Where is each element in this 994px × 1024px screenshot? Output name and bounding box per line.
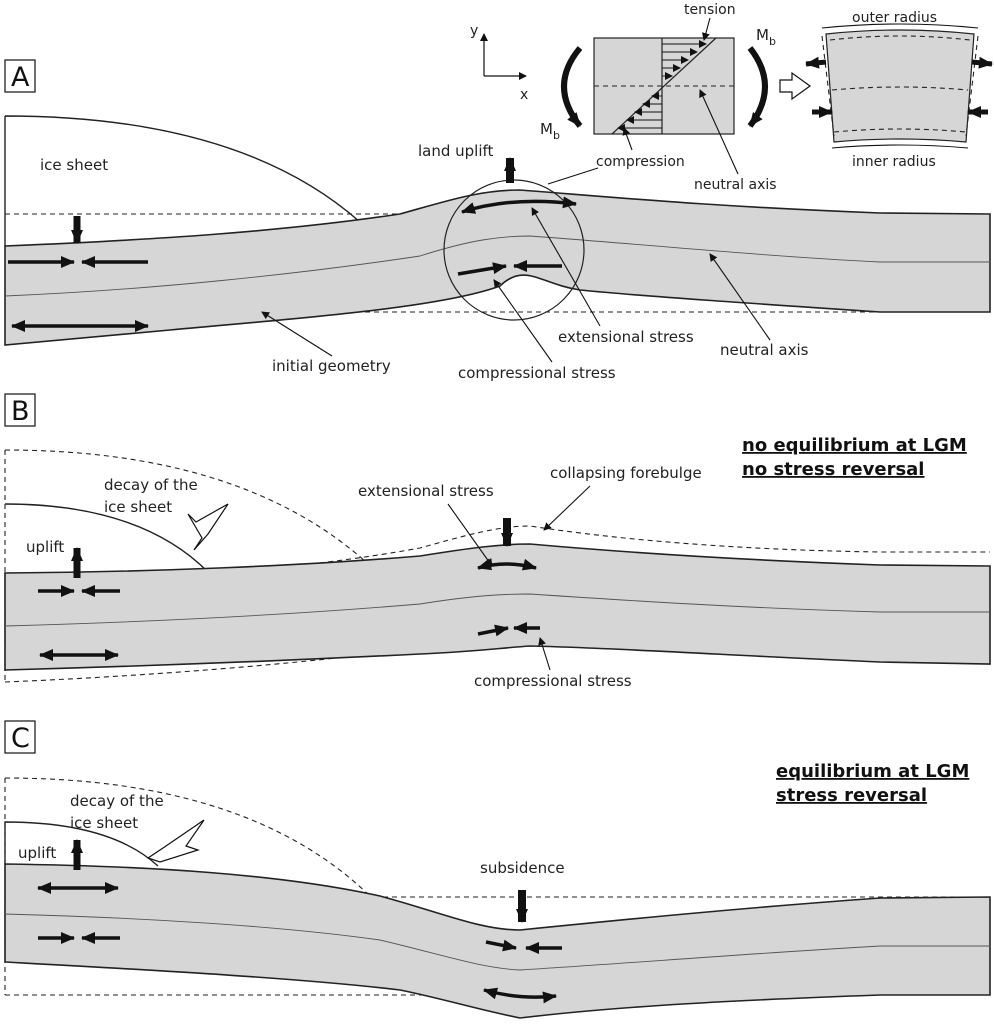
- panel-b-label-box: [4, 393, 36, 427]
- uplift-label-b: uplift: [26, 538, 64, 556]
- bent-block-neutral-dashed: [831, 86, 969, 91]
- bent-block-bottom-dashed: [833, 128, 967, 133]
- uplift-label-c: uplift: [18, 844, 56, 862]
- extension-arrow-c-bulge: [483, 987, 557, 1004]
- inner-radius-arc: [831, 144, 969, 149]
- compressional-stress-label-b: compressional stress: [474, 672, 632, 690]
- compression-pointer: [622, 127, 633, 151]
- outer-radius-label: outer radius: [852, 10, 937, 26]
- bent-tension-arrow-right: [971, 56, 993, 69]
- inner-radius-label: inner radius: [852, 154, 936, 170]
- transformation-arrow: [779, 71, 812, 101]
- compressional-stress-pointer-a: [493, 279, 553, 363]
- land-uplift-label: land uplift: [418, 142, 494, 160]
- former-ice-sheet-outline-b: [4, 449, 367, 563]
- lithosphere-plate-b: [4, 543, 991, 671]
- collapsing-forebulge-label: collapsing forebulge: [550, 464, 702, 482]
- compressional-stress-pointer-b: [538, 637, 551, 671]
- lithosphere-plate-c: [4, 863, 991, 1019]
- x-axis-label: x: [520, 87, 528, 103]
- subsidence-label: subsidence: [480, 859, 565, 877]
- block-neutral-axis-label: neutral axis: [694, 177, 777, 193]
- panel-c-heading-line1: equilibrium at LGM: [776, 761, 969, 782]
- decay-label-c-line2: ice sheet: [70, 814, 138, 832]
- neutral-axis-label-a: neutral axis: [720, 341, 809, 359]
- extensional-stress-label-b: extensional stress: [358, 482, 494, 500]
- panel-b-heading-line1: no equilibrium at LGM: [742, 435, 967, 456]
- extensional-stress-label-a: extensional stress: [558, 328, 694, 346]
- neutral-axis-pointer-a: [709, 253, 771, 341]
- bending-inset: y x tension compression neutr: [470, 2, 993, 193]
- bent-block: [825, 29, 975, 143]
- decay-label-c-line1: decay of the: [70, 792, 164, 810]
- bent-block-left-dashed: [821, 35, 835, 137]
- ice-sheet-label: ice sheet: [40, 156, 108, 174]
- decay-arrow-b: [187, 503, 229, 551]
- panel-c-heading-line2: stress reversal: [776, 785, 927, 806]
- panel-c-label-box: [4, 720, 36, 754]
- panel-b-letter: B: [11, 396, 30, 427]
- moment-arrow-right: [747, 46, 768, 128]
- panel-b: B no equilibrium at LGM no stress revers…: [4, 393, 991, 690]
- bent-block-right-dashed: [965, 35, 979, 137]
- neutral-axis-line-b: [4, 593, 990, 627]
- block-neutral-axis-pointer: [699, 89, 739, 175]
- decay-arrow-c: [146, 819, 205, 863]
- panel-c-letter: C: [11, 723, 30, 754]
- extensional-stress-arrow-b: [477, 558, 537, 571]
- tension-label: tension: [684, 2, 736, 18]
- initial-geometry-pointer: [261, 311, 333, 357]
- neutral-axis-line-a: [4, 235, 990, 297]
- tension-pointer: [701, 17, 711, 41]
- compression-arrow-c-bulge-left: [485, 939, 517, 952]
- y-axis-label: y: [470, 23, 478, 39]
- compressional-arrow-a-left: [457, 262, 507, 276]
- moment-right-label: Mb: [756, 26, 776, 48]
- ice-sheet-outline-c: [4, 821, 159, 867]
- extensional-stress-pointer-b: [447, 503, 493, 567]
- panel-c: C equilibrium at LGM stress reversal dec…: [4, 720, 991, 1019]
- former-plate-top-b: [4, 525, 990, 585]
- outer-radius-arc: [821, 23, 979, 29]
- extensional-stress-pointer-a: [531, 207, 601, 327]
- compression-label: compression: [596, 154, 685, 170]
- compressional-stress-label-a: compressional stress: [458, 364, 616, 382]
- former-ice-sheet-outline-c: [4, 777, 373, 899]
- collapsing-forebulge-pointer: [543, 485, 591, 531]
- panel-a: A ice sheet land uplift extensional stre…: [4, 2, 993, 382]
- bent-tension-arrow-left: [805, 56, 827, 69]
- decay-label-b-line1: decay of the: [104, 476, 198, 494]
- moment-left-label: Mb: [540, 120, 560, 142]
- decay-label-b-line2: ice sheet: [104, 498, 172, 516]
- ice-sheet-outline-b: [4, 503, 209, 573]
- extensional-stress-arrow-a: [461, 196, 577, 214]
- panel-a-letter: A: [11, 62, 30, 93]
- ice-sheet-outline: [4, 115, 361, 246]
- initial-geometry-label: initial geometry: [272, 357, 391, 375]
- moment-arrow-left: [561, 46, 583, 128]
- compressional-arrow-b-left: [477, 624, 509, 637]
- panel-b-heading-line2: no stress reversal: [742, 459, 924, 480]
- neutral-axis-line-c: [4, 913, 990, 971]
- inset-leader-line: [547, 167, 599, 185]
- panel-a-label-box: [4, 59, 36, 93]
